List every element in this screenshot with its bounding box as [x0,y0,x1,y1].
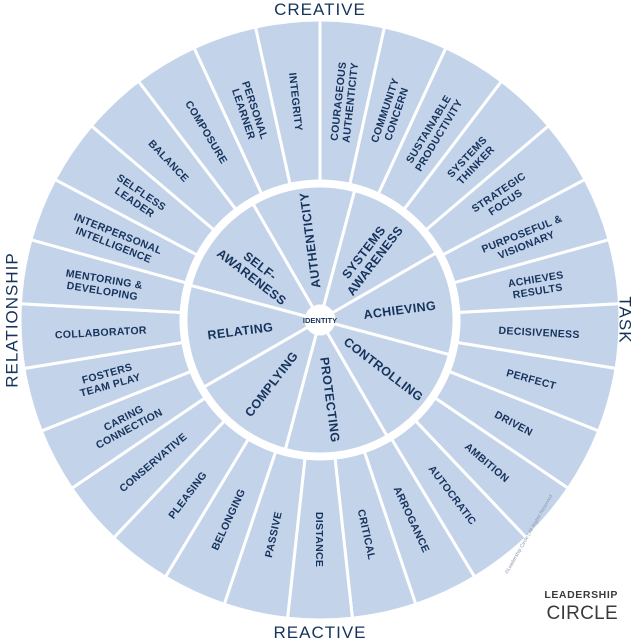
leadership-circle-logo: LEADERSHIP CIRCLE [544,589,618,624]
segment-integrity-wedge [253,18,322,187]
segment-decisiveness-line: DECISIVENESS [498,325,580,341]
segment-decisiveness: DECISIVENESS [498,325,580,341]
logo-line1: LEADERSHIP [544,589,618,601]
direction-creative: CREATIVE [274,0,366,19]
direction-relationship: RELATIONSHIP [2,252,21,387]
segment-collaborator: COLLABORATOR [55,324,148,341]
segment-distance: DISTANCE [313,512,325,567]
segment-distance-line: DISTANCE [313,512,325,567]
identity-label: IDENTITY [303,316,337,325]
direction-reactive: REACTIVE [273,623,366,641]
identity-center [306,306,334,334]
logo-line2: CIRCLE [547,603,618,624]
segment-collaborator-line: COLLABORATOR [55,324,148,341]
direction-task: TASK [616,296,635,343]
